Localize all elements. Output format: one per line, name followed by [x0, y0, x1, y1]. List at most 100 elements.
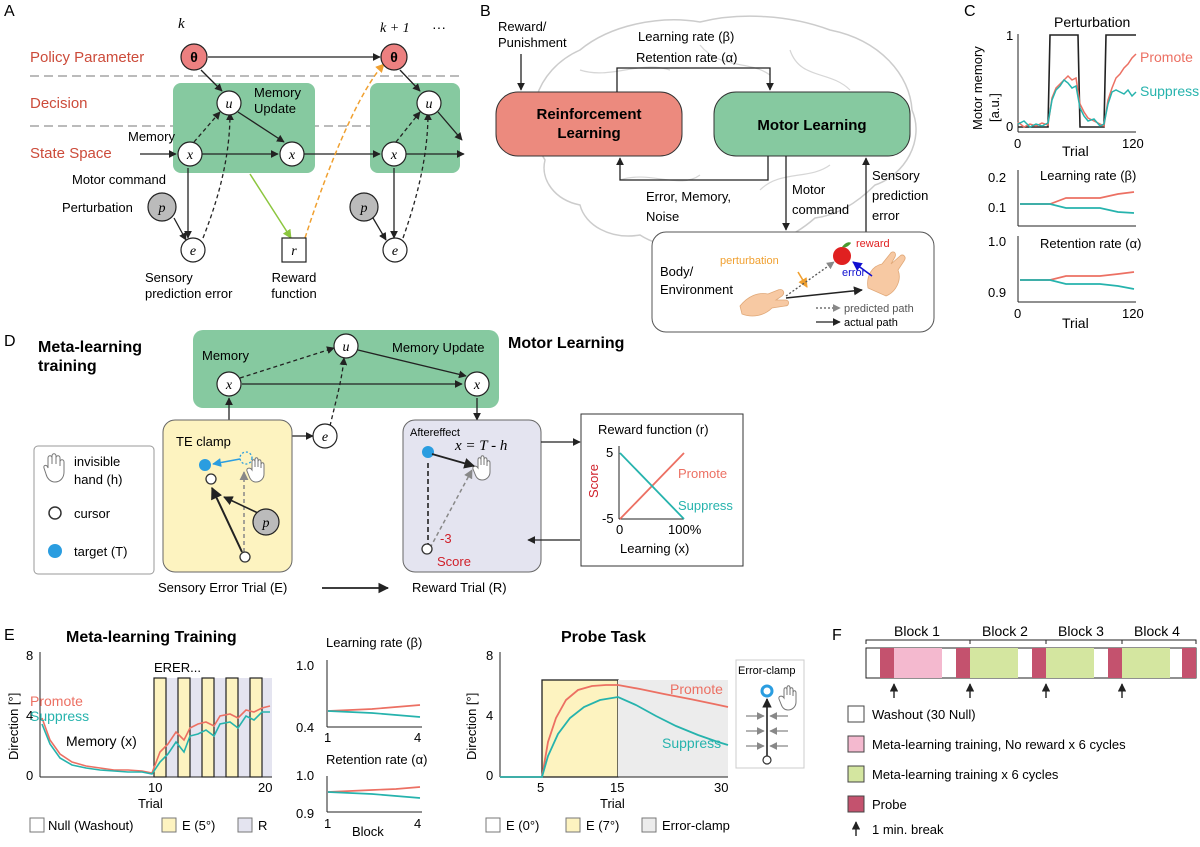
- d-legend-box: [33, 445, 155, 575]
- e-probe-legend-e7-swatch: [565, 817, 581, 833]
- c-top-xtick-120: 120: [1122, 136, 1144, 151]
- e-probe-suppress-label: Suppress: [662, 735, 721, 751]
- c-rr-promote-line: [1020, 271, 1135, 281]
- c-suppress-line: [1017, 78, 1137, 128]
- d-te-p-label: p: [262, 516, 270, 531]
- e-probe-xtick-30: 30: [714, 780, 728, 795]
- d-r-hand-icon: [472, 455, 491, 481]
- e-clamp-hand-icon: [778, 685, 797, 711]
- e-suppress-line: [41, 711, 270, 775]
- p1-to-e1-arrow: [372, 217, 387, 241]
- theta-to-u-arrow: [200, 69, 223, 92]
- actual-path-line: [785, 286, 863, 299]
- e-e-shade-2: [177, 677, 191, 778]
- theta-label-k1: θ: [390, 49, 398, 65]
- error-memory-label-1: Error, Memory,: [646, 189, 731, 204]
- rl-box-label-2: Learning: [557, 125, 620, 142]
- theta-label-k: θ: [190, 49, 198, 65]
- f-noreward-1: [894, 648, 942, 678]
- d-reward-trial-label: Reward Trial (R): [412, 580, 507, 595]
- e-lr-title: Learning rate (β): [326, 635, 422, 650]
- c-ylabel-1: Motor memory: [970, 46, 985, 130]
- e-lr-xtick-4: 4: [414, 730, 421, 745]
- e-rr-promote-line: [327, 786, 421, 793]
- retention-rate-label: Retention rate (α): [636, 50, 737, 65]
- row-decision-label: Decision: [30, 95, 88, 112]
- c-lr-title: Learning rate (β): [1040, 168, 1136, 183]
- d-e-node: [312, 423, 338, 449]
- d-aftereffect-label: Aftereffect: [410, 427, 460, 439]
- perturbation-label: Perturbation: [62, 200, 133, 215]
- d-rf-xtick-100: 100%: [668, 522, 702, 537]
- panel-c: C Perturbation Motor memory [a.u.] 1 0 0…: [964, 3, 1199, 331]
- e-legend-e-swatch: [161, 817, 177, 833]
- end-hand-icon: [867, 251, 906, 297]
- d-rf-promote-label: Promote: [678, 466, 727, 481]
- e-ytick-8: 8: [26, 648, 33, 663]
- c-rr-ytick-10: 1.0: [988, 234, 1006, 249]
- p-label-k: p: [158, 201, 166, 216]
- d-r-black-arrow: [431, 453, 476, 469]
- legend-cursor-icon: [48, 506, 62, 520]
- u1-to-out-arrow: [437, 111, 463, 141]
- k-label: k: [178, 16, 185, 32]
- green-box-k: [173, 83, 315, 173]
- panel-label-f: F: [832, 627, 842, 644]
- f-block-4-label: Block 4: [1134, 623, 1180, 639]
- f-bracket-1: [865, 639, 971, 644]
- e-lr-suppress-line: [327, 710, 421, 718]
- e-legend-e: E (5°): [182, 818, 215, 833]
- d-rf-ylabel: Score: [586, 464, 601, 498]
- d-memory-label: Memory: [202, 348, 249, 363]
- e-suppress-label: Suppress: [30, 708, 89, 724]
- f-legend-washout: Washout (30 Null): [872, 707, 976, 722]
- e-rr-title: Retention rate (α): [326, 752, 427, 767]
- e-probe-legend-e0-swatch: [485, 817, 501, 833]
- reward-fn-label-1: Reward: [272, 270, 317, 285]
- rl-to-ml-arrow: [616, 67, 774, 92]
- d-x-node-2: [464, 371, 490, 397]
- f-legend-training: Meta-learning training x 6 cycles: [872, 767, 1059, 782]
- e-probe-suppress-line: [500, 696, 729, 778]
- u-label-k: u: [226, 97, 233, 112]
- legend-hand-label-1: invisible: [74, 454, 120, 469]
- e-clamp-target: [760, 684, 774, 698]
- f-block-2-label: Block 2: [982, 623, 1028, 639]
- e-block-label: Block: [352, 824, 384, 839]
- legend-target-label: target (T): [74, 544, 127, 559]
- d-u-to-x-arrow: [357, 349, 467, 379]
- e-rr-ytick-09: 0.9: [296, 806, 314, 821]
- c-rr-xtick-0: 0: [1014, 306, 1021, 321]
- body-env-box: [651, 231, 935, 333]
- r-to-theta-dashed: [304, 63, 385, 239]
- d-rf-xtick-0: 0: [616, 522, 623, 537]
- f-bracket-3: [1045, 639, 1123, 644]
- e-probe-promote-label: Promote: [670, 681, 723, 697]
- d-te-p-node: [252, 508, 280, 536]
- ml-box-label: Motor Learning: [757, 117, 866, 134]
- f-probe-2: [956, 648, 970, 678]
- f-training-3: [1046, 648, 1094, 678]
- spe-label-2: prediction: [872, 188, 928, 203]
- f-legend-break: 1 min. break: [872, 822, 944, 837]
- d-u-label: u: [343, 340, 350, 355]
- legend-hand-label-2: hand (h): [74, 472, 122, 487]
- predicted-path-legend-label: predicted path: [844, 303, 914, 315]
- x-label-k-update: x: [288, 148, 296, 163]
- e-legend-r-swatch: [237, 817, 253, 833]
- row-state-label: State Space: [30, 145, 112, 162]
- e-node-k1: [382, 237, 408, 263]
- e-label-k1: e: [392, 244, 398, 259]
- d-r-target: [422, 446, 434, 458]
- d-te-p-arrow: [223, 496, 261, 515]
- d-rf-suppress-line: [619, 452, 685, 520]
- d-te-clamp-label: TE clamp: [176, 434, 231, 449]
- c-perturbation-label: Perturbation: [1054, 14, 1130, 30]
- memory-label: Memory: [128, 129, 175, 144]
- f-bracket-4: [1121, 639, 1197, 644]
- d-memory-update-label: Memory Update: [392, 340, 484, 355]
- e-title: Meta-learning Training: [66, 629, 237, 646]
- error-arrow: [852, 261, 873, 277]
- motor-command-label-1: Motor: [792, 182, 826, 197]
- c-rr-xlabel: Trial: [1062, 315, 1089, 331]
